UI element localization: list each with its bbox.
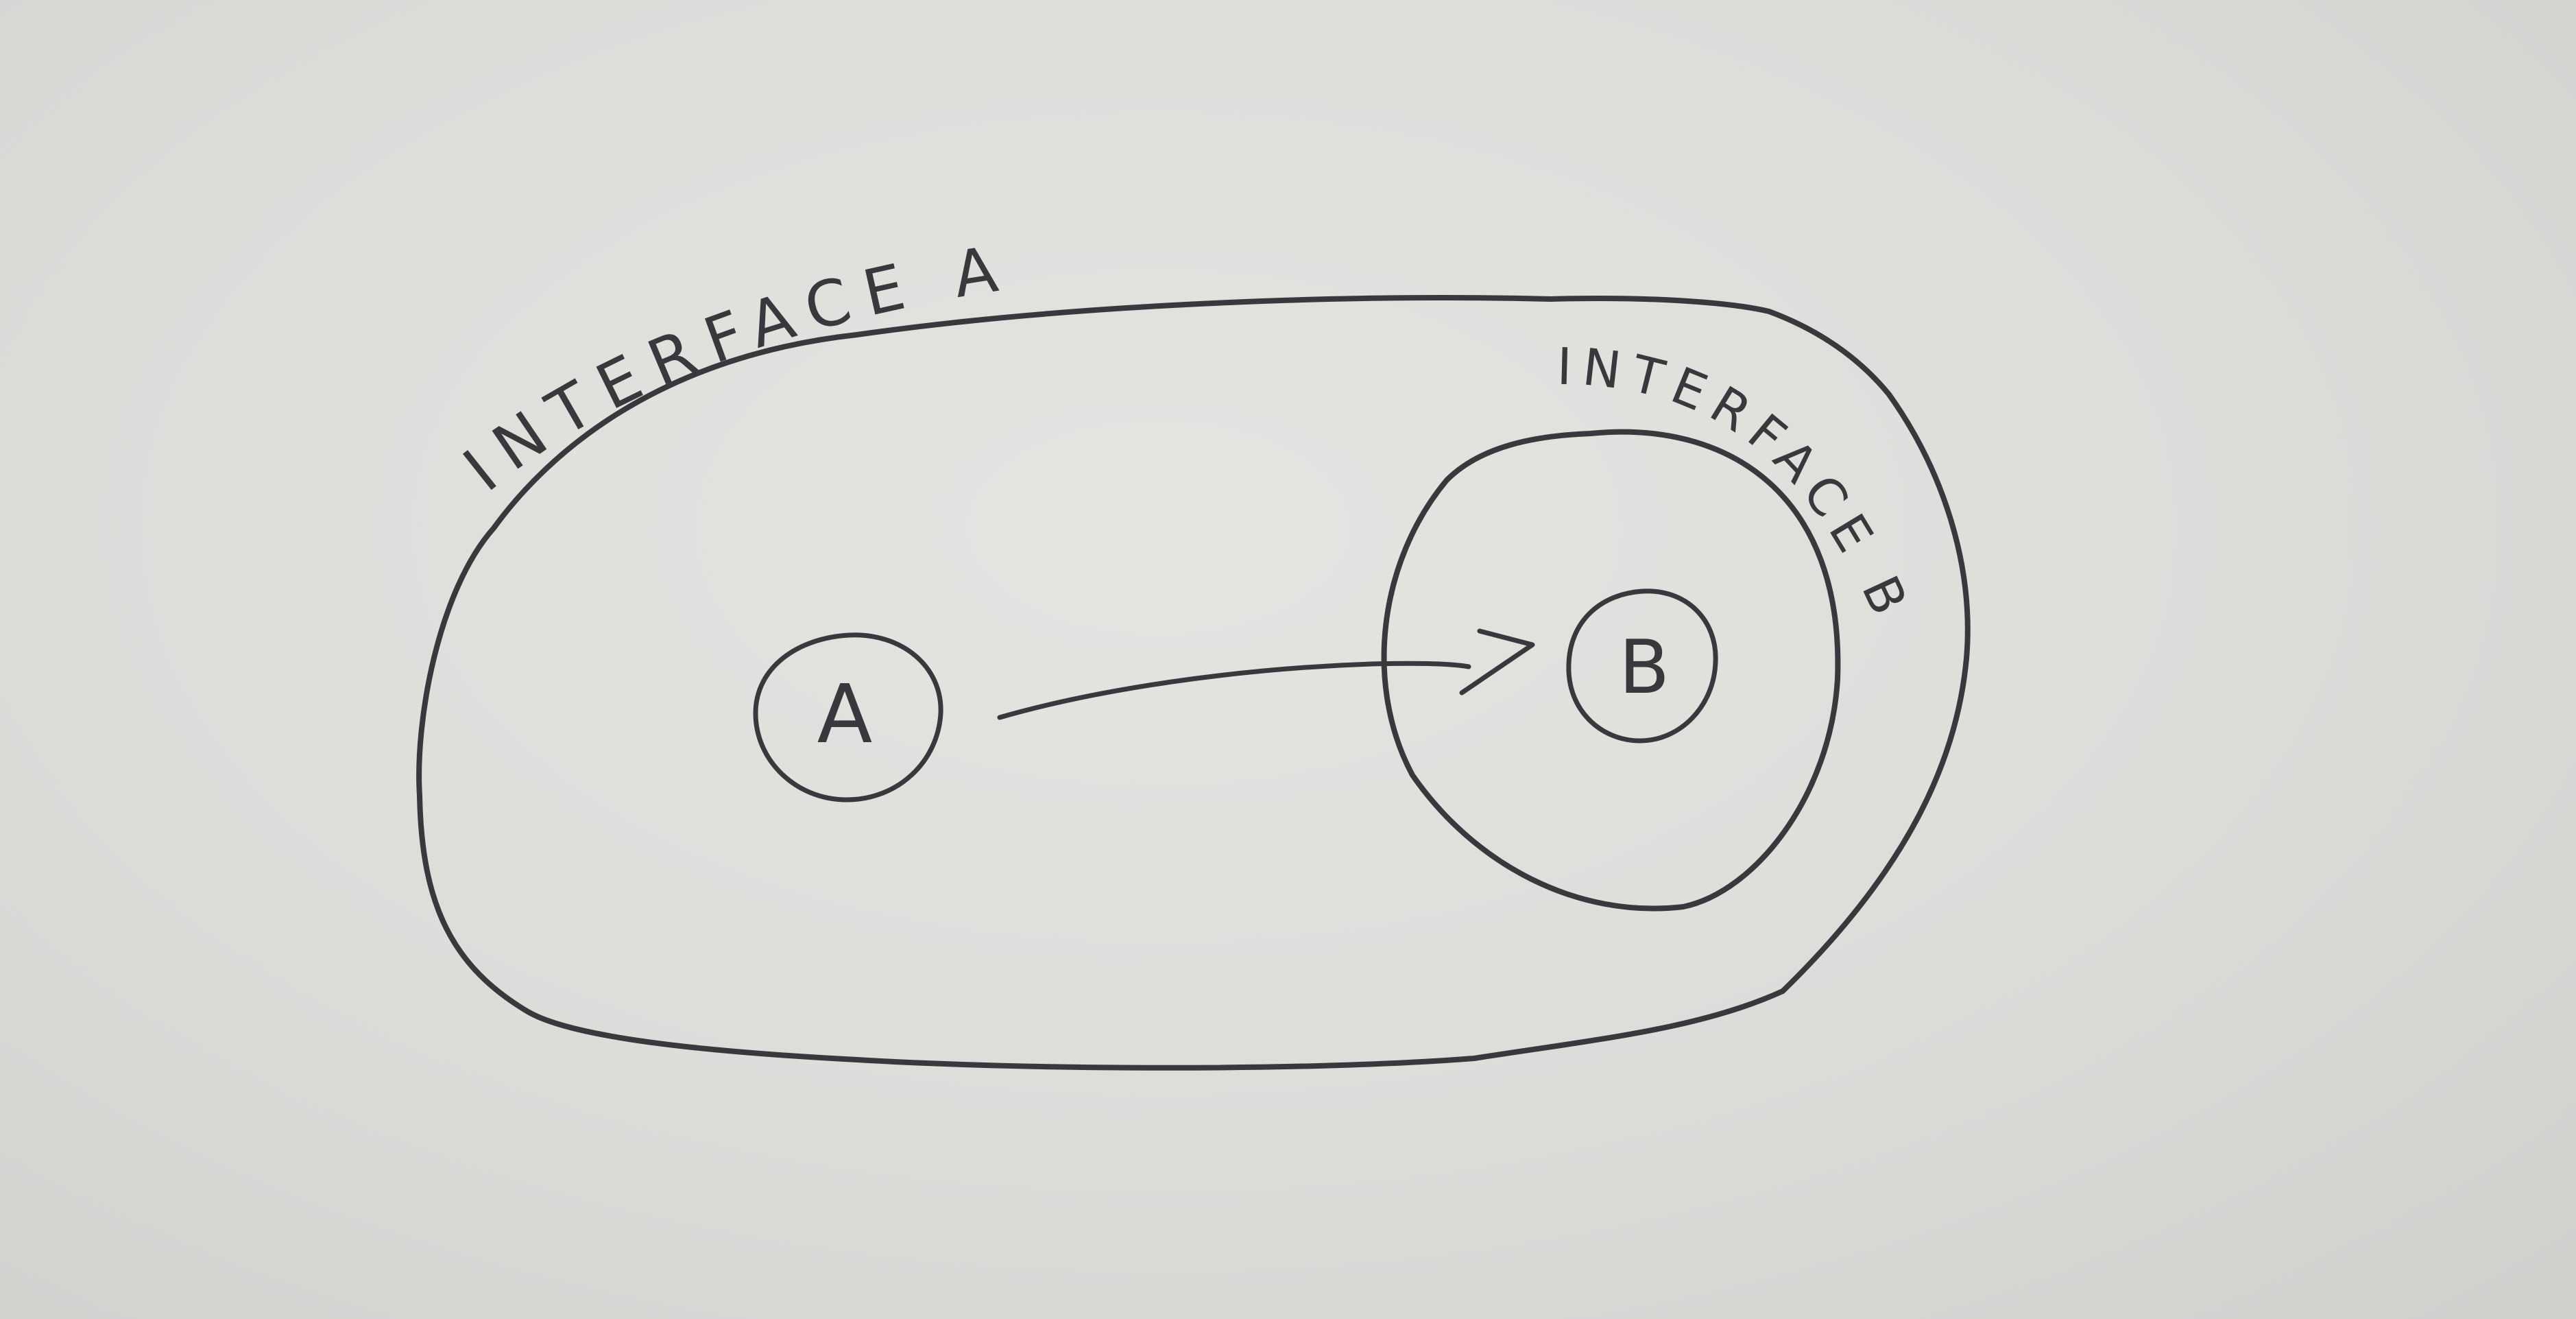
node-b-label: B xyxy=(1619,625,1670,711)
interface-b-boundary xyxy=(1381,429,1841,912)
edge-a-to-b xyxy=(997,661,1471,720)
node-a-circle xyxy=(753,632,943,803)
arrowhead-icon xyxy=(1459,628,1535,696)
node-a-label: A xyxy=(817,667,873,761)
node-b-circle xyxy=(1566,589,1718,744)
interface-a-label: INTERFACE A xyxy=(450,230,1018,506)
interface-a-boundary xyxy=(416,295,1971,1071)
interface-b-label: INTERFACE B xyxy=(1556,337,1923,632)
